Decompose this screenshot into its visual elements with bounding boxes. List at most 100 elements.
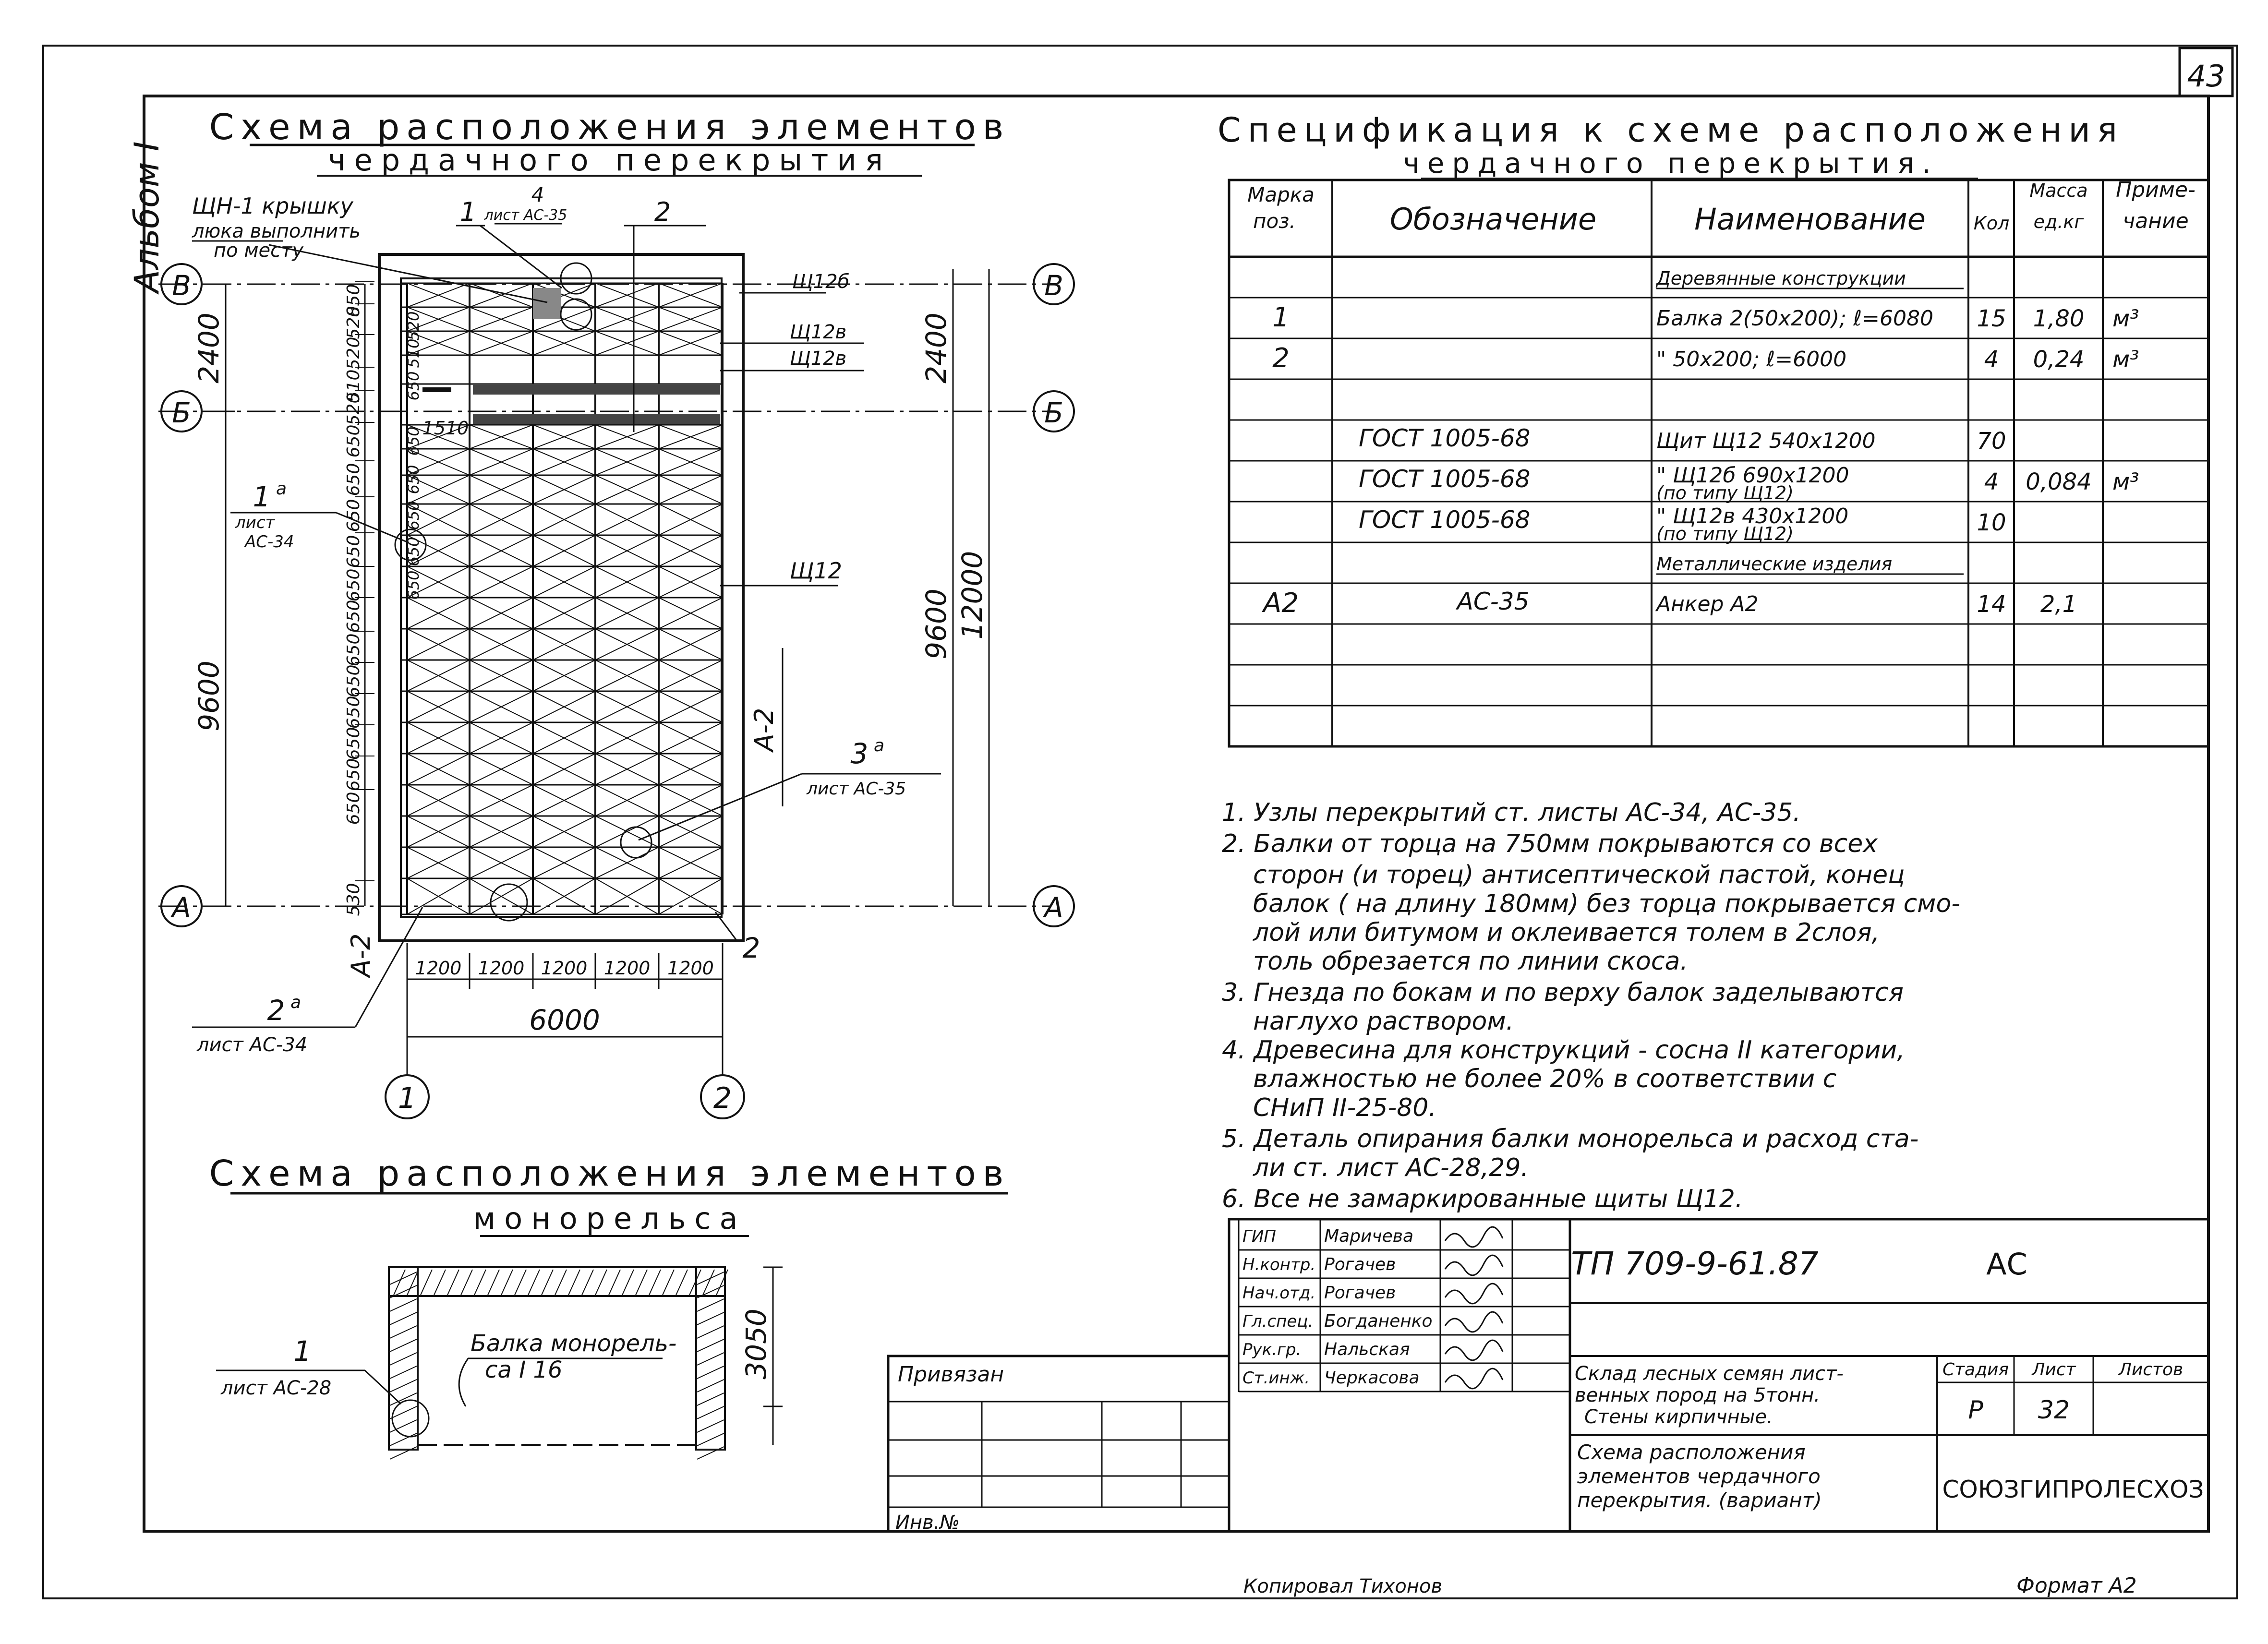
- panel-cross: [469, 784, 533, 816]
- callout-3a: 3: [851, 737, 869, 770]
- hatch-stroke: [389, 1406, 417, 1419]
- spec-cell-qty: 10: [1977, 509, 2006, 536]
- tb-signature: [1444, 1283, 1504, 1305]
- panel-cross: [658, 331, 723, 356]
- tb-building-desc-3: Стены кирпичные.: [1584, 1406, 1773, 1428]
- panel-cross: [469, 424, 533, 449]
- spec-cell-name: Анкер А2: [1655, 592, 1759, 616]
- panel-cross: [532, 847, 596, 879]
- monorail-drawing: 3050 Балка монорель- са I 16 1 лист АС-2…: [216, 1266, 783, 1460]
- dim-bottom-6000: 6000: [529, 1004, 600, 1036]
- panel-cross: [469, 660, 533, 692]
- dim-inner-spacing: 510: [404, 338, 422, 368]
- panel-cross: [658, 753, 723, 785]
- hatch-stroke: [389, 1325, 417, 1339]
- dim-inner-spacing: 650: [404, 426, 422, 456]
- hatch-stroke: [697, 1419, 724, 1433]
- panel-cross: [532, 816, 596, 848]
- callout-1a-sup: а: [276, 479, 287, 499]
- panel-cross: [595, 504, 659, 536]
- dim-left-spacing: 650: [344, 634, 363, 667]
- panel-cross: [532, 660, 596, 692]
- callout-1a-circle: [394, 528, 427, 561]
- dim-bottom-bay: 1200: [541, 958, 588, 979]
- monorail-beam-leader: [458, 1358, 469, 1407]
- panel-cross: [658, 847, 723, 879]
- callout-2-bottom-leader: [714, 912, 738, 941]
- note-line: сторон (и торец) антисептической пастой,…: [1253, 861, 1905, 889]
- spec-header-note-2: чание: [2123, 209, 2188, 233]
- hatch-stroke: [541, 1269, 554, 1296]
- spec-cell-mark: 2: [1272, 343, 1290, 374]
- note-line: СНиП II-25-80.: [1253, 1093, 1436, 1122]
- panel-cross: [658, 784, 723, 816]
- spec-header-mark-1: Марка: [1247, 183, 1315, 206]
- panel-cross: [658, 535, 723, 567]
- hatch-stroke: [649, 1269, 661, 1296]
- tb-sheet-desc-3: перекрытия. (вариант): [1577, 1488, 1822, 1512]
- plan-wall-outline: [378, 253, 745, 942]
- hatch-stroke: [407, 1269, 419, 1296]
- tb-name: Нальская: [1324, 1340, 1410, 1359]
- dim-inner-spacing: 650: [404, 501, 422, 530]
- tb-signature: [1444, 1368, 1504, 1390]
- spec-header-designation: Обозначение: [1390, 202, 1596, 237]
- hatch-stroke: [689, 1269, 701, 1296]
- spec-cell-mass: 0,084: [2026, 468, 2091, 495]
- panel-cross: [658, 660, 723, 692]
- spec-cell-name: Металлические изделия: [1656, 553, 1892, 575]
- hatch-stroke: [697, 1312, 724, 1325]
- spec-header-mass-2: ед.кг: [2034, 211, 2085, 232]
- panel-cross: [658, 878, 723, 915]
- hatch-stroke: [420, 1269, 433, 1296]
- panel-cross: [407, 504, 470, 536]
- hatch-stroke: [608, 1269, 621, 1296]
- axes: В Б А В Б А 1 2: [158, 263, 1075, 1119]
- panel-cross: [407, 448, 470, 476]
- plan-title-line1: Схема расположения элементов: [209, 107, 1011, 148]
- spec-cell-qty: 15: [1977, 305, 2006, 332]
- panel-cross: [658, 691, 723, 723]
- spec-title-line2: чердачного перекрытия.: [1403, 147, 1938, 180]
- footer-format: Формат А2: [2016, 1573, 2137, 1598]
- spec-cell-designation: ГОСТ 1005-68: [1359, 506, 1530, 534]
- panel-cross: [407, 722, 470, 754]
- hatch-stroke: [581, 1269, 594, 1296]
- note-line: лой или битумом и оклеивается толем в 2с…: [1253, 918, 1880, 947]
- panel-cross: [595, 722, 659, 754]
- tb-role: ГИП: [1243, 1227, 1276, 1246]
- axis-label-b-left: Б: [172, 396, 191, 429]
- axis-label-a-left: А: [170, 891, 191, 924]
- hatch-stroke: [697, 1298, 724, 1312]
- tb-inv-label: Инв.№: [895, 1512, 960, 1534]
- panel-cross: [469, 566, 533, 598]
- spec-header-qty: Кол: [1974, 213, 2010, 234]
- panel-cross: [658, 307, 723, 332]
- panel-cross: [595, 535, 659, 567]
- spec-cell-mass: 2,1: [2040, 591, 2077, 618]
- dim-inner-spacing: 650: [404, 570, 422, 600]
- panel-cross: [658, 566, 723, 598]
- panel-cross: [532, 535, 596, 567]
- left-spacing-dims: 8505205205105206506506506506506506506506…: [344, 281, 374, 916]
- panel-cross: [595, 283, 659, 308]
- panel-cross: [407, 566, 470, 598]
- hatch-stroke: [697, 1366, 724, 1379]
- tb-role: Ст.инж.: [1243, 1368, 1310, 1388]
- anchor-marker: [422, 387, 451, 392]
- monorail-beam-lower: [473, 414, 720, 424]
- callout-hatch-leader: [268, 244, 548, 303]
- hatch-stroke: [697, 1339, 724, 1352]
- spec-cell-mark: А2: [1262, 588, 1299, 619]
- axis-label-b-right: Б: [1044, 396, 1063, 429]
- callout-4: 4: [531, 183, 544, 206]
- dim-left-spacing: 520: [344, 337, 363, 370]
- tb-stage: Р: [1968, 1396, 1983, 1425]
- dim-left-spacing: 650: [344, 727, 363, 760]
- panel-cross: [595, 597, 659, 629]
- monorail-hatching: [389, 1269, 728, 1460]
- dim-inner-spacing: 650: [404, 371, 422, 400]
- hatch-stroke: [389, 1446, 417, 1460]
- note-line: 2. Балки от торца на 750мм покрываются с…: [1222, 829, 1878, 858]
